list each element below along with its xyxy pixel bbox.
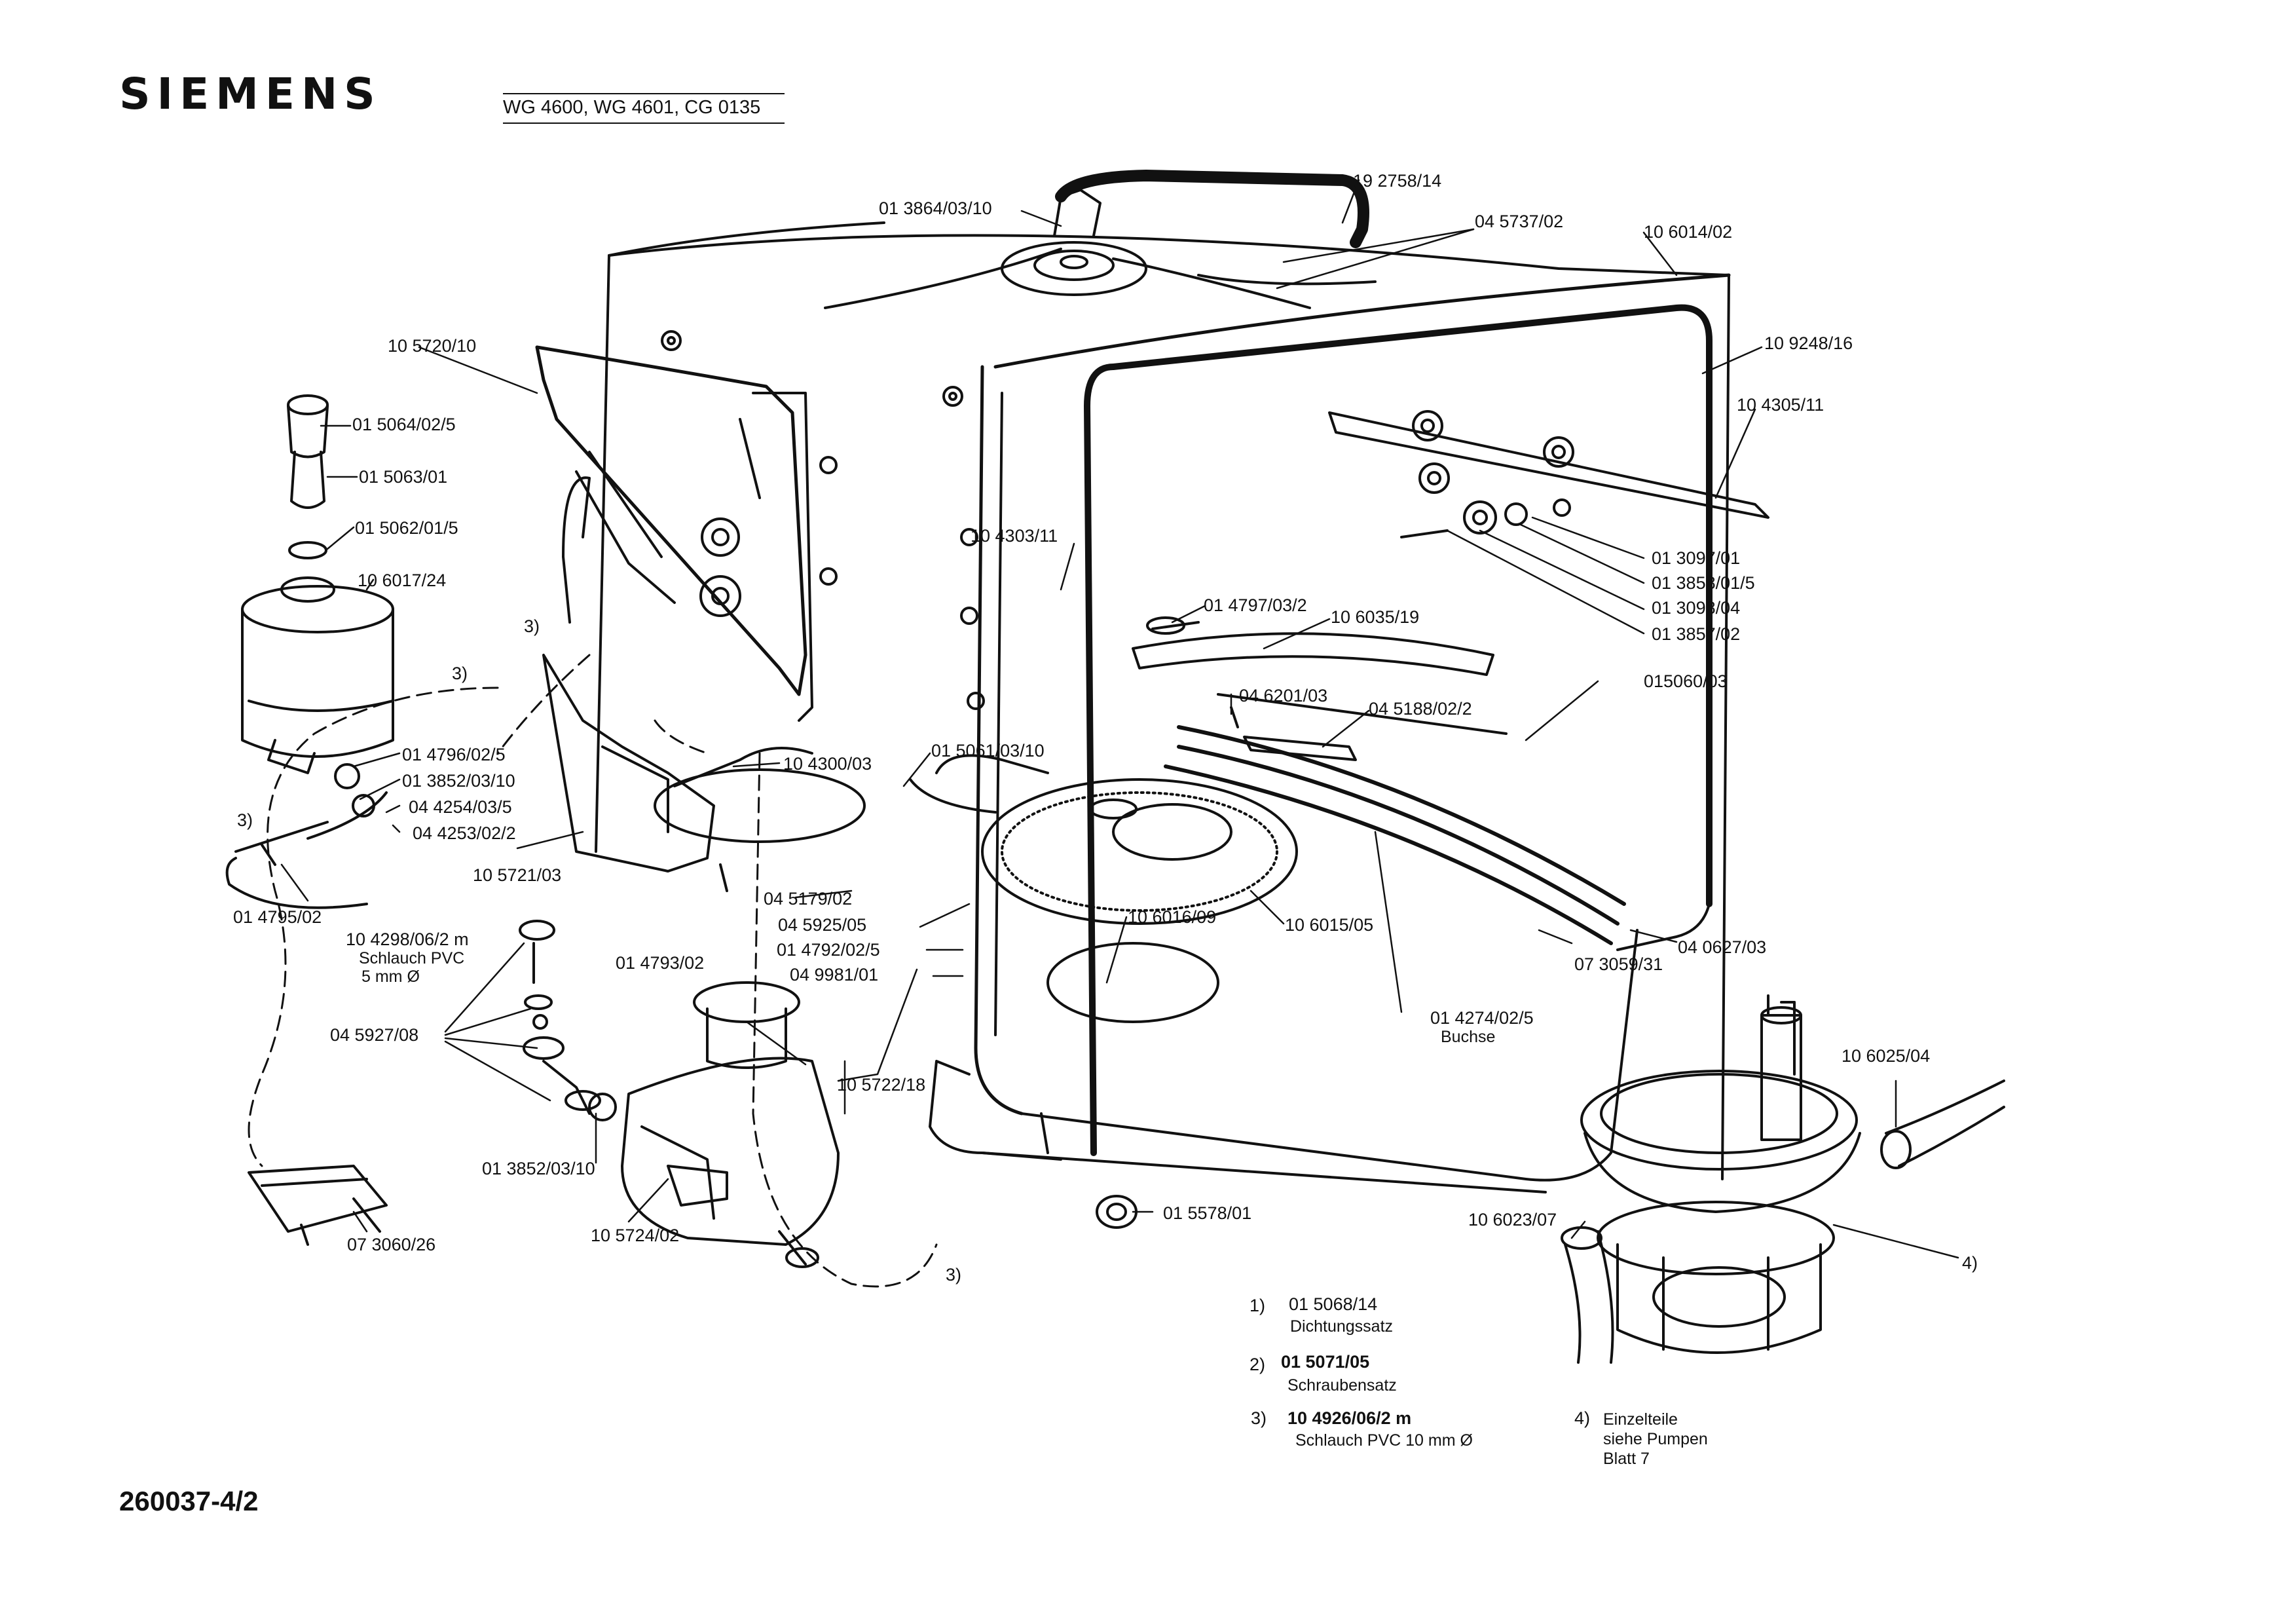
pump-marker: 4) bbox=[1962, 1253, 1978, 1273]
part-label: 10 6014/02 bbox=[1644, 222, 1733, 242]
footnote-code: 10 4926/06/2 m bbox=[1287, 1408, 1412, 1428]
sheet-number: 260037-4/2 bbox=[119, 1486, 259, 1516]
part-label: 10 4298/06/2 m bbox=[346, 929, 469, 949]
part-label: 04 4253/02/2 bbox=[413, 823, 516, 843]
part-label: 04 5188/02/2 bbox=[1369, 699, 1472, 719]
drain-hose-path bbox=[248, 654, 938, 1288]
part-label: 01 5061/03/10 bbox=[931, 741, 1045, 760]
footnote-number: 1) bbox=[1250, 1296, 1266, 1315]
part-label: 01 4796/02/5 bbox=[402, 745, 506, 764]
hose-marker: 3) bbox=[452, 664, 468, 683]
footnote-number: 2) bbox=[1250, 1355, 1266, 1374]
inlet-valve bbox=[248, 1165, 388, 1246]
part-label: 01 4793/02 bbox=[616, 953, 705, 973]
dispenser-panel bbox=[535, 345, 866, 892]
footnote-code: 01 5071/05 bbox=[1281, 1352, 1370, 1372]
grommet bbox=[1040, 1112, 1138, 1229]
part-label: 10 6023/07 bbox=[1468, 1210, 1557, 1229]
hose-marker: 3) bbox=[946, 1265, 962, 1285]
part-label: 01 5062/01/5 bbox=[355, 518, 458, 538]
tub-body bbox=[595, 221, 1731, 1193]
footnote-number: 3) bbox=[1251, 1408, 1267, 1428]
footnote-text: Schlauch PVC 10 mm Ø bbox=[1295, 1431, 1473, 1450]
part-label: 01 3857/02 bbox=[1652, 624, 1741, 644]
part-label: 01 3852/03/10 bbox=[482, 1159, 595, 1178]
footnote-text: siehe Pumpen bbox=[1603, 1430, 1708, 1448]
part-label: 04 9981/01 bbox=[790, 965, 879, 985]
part-label: 04 5925/05 bbox=[778, 915, 867, 935]
footnote-text: Einzelteile bbox=[1603, 1410, 1678, 1429]
footnote-text: Schraubensatz bbox=[1287, 1376, 1397, 1395]
part-label: 01 4274/02/5 bbox=[1430, 1008, 1534, 1028]
footnote-text: Dichtungssatz bbox=[1290, 1317, 1394, 1336]
part-label: 04 5737/02 bbox=[1475, 212, 1564, 231]
part-label: 01 4797/03/2 bbox=[1204, 595, 1307, 615]
part-label: 10 5722/18 bbox=[837, 1075, 926, 1095]
part-label: 10 6017/24 bbox=[358, 571, 447, 590]
part-label: 01 4795/02 bbox=[233, 907, 322, 927]
rinse-aid-reservoir bbox=[241, 394, 394, 817]
part-label: 10 5724/02 bbox=[591, 1226, 680, 1245]
part-description: Buchse bbox=[1441, 1028, 1496, 1046]
part-label: 01 5578/01 bbox=[1163, 1203, 1252, 1223]
part-label: 10 6035/19 bbox=[1331, 607, 1420, 627]
part-label: 10 5721/03 bbox=[473, 865, 562, 885]
part-label: 04 0627/03 bbox=[1678, 937, 1767, 957]
part-label: 01 3098/04 bbox=[1652, 598, 1741, 618]
part-label: 10 4303/11 bbox=[971, 526, 1058, 546]
part-label: 01 3864/03/10 bbox=[879, 198, 992, 218]
filter-plate bbox=[909, 754, 1298, 1023]
part-label: 04 5927/08 bbox=[330, 1025, 419, 1045]
circulation-pump bbox=[1561, 994, 2005, 1364]
part-label: 04 5179/02 bbox=[764, 889, 853, 909]
part-label: 10 4300/03 bbox=[783, 754, 872, 774]
part-label: 01 4792/02/5 bbox=[777, 940, 880, 960]
part-label: 04 6201/03 bbox=[1239, 686, 1328, 705]
hose-marker: 3) bbox=[237, 810, 253, 830]
part-label: 01 3852/03/10 bbox=[402, 771, 515, 791]
fittings-stack bbox=[519, 920, 617, 1121]
part-label: 10 9248/16 bbox=[1764, 333, 1853, 353]
footnote-number: 4) bbox=[1574, 1408, 1591, 1428]
footnote-code: 01 5068/14 bbox=[1289, 1294, 1378, 1314]
part-label: 01 5063/01 bbox=[359, 467, 448, 487]
part-label: 07 3059/31 bbox=[1574, 954, 1663, 974]
part-description: Schlauch PVC bbox=[359, 949, 465, 967]
part-label: 10 5720/10 bbox=[388, 336, 477, 356]
part-description: 5 mm Ø bbox=[361, 967, 420, 986]
footnote-text: Blatt 7 bbox=[1603, 1450, 1650, 1468]
top-hub bbox=[1001, 170, 1369, 296]
part-label: 10 6016/09 bbox=[1128, 907, 1217, 927]
leader-lines bbox=[280, 179, 1959, 1259]
part-label: 07 3060/26 bbox=[347, 1235, 436, 1254]
brand-logo: SIEMENS bbox=[119, 69, 382, 119]
part-label: 10 6015/05 bbox=[1285, 915, 1374, 935]
part-label: 19 2758/14 bbox=[1353, 171, 1442, 191]
part-label: 10 4305/11 bbox=[1737, 395, 1824, 415]
part-label: 015060/03 bbox=[1644, 671, 1728, 691]
part-label: 01 5064/02/5 bbox=[352, 415, 456, 434]
spray-arm bbox=[1132, 616, 1494, 676]
part-label: 10 6025/04 bbox=[1842, 1046, 1931, 1066]
softener-tank bbox=[621, 981, 840, 1268]
model-list: WG 4600, WG 4601, CG 0135 bbox=[503, 93, 785, 124]
hose-tee bbox=[225, 791, 388, 909]
upper-rail bbox=[1328, 410, 1769, 538]
part-label: 01 3097/01 bbox=[1652, 548, 1741, 568]
lower-guides bbox=[1164, 693, 1626, 945]
part-label: 01 3858/01/5 bbox=[1652, 573, 1755, 593]
hose-marker: 3) bbox=[524, 616, 540, 636]
part-label: 04 4254/03/5 bbox=[409, 797, 512, 817]
